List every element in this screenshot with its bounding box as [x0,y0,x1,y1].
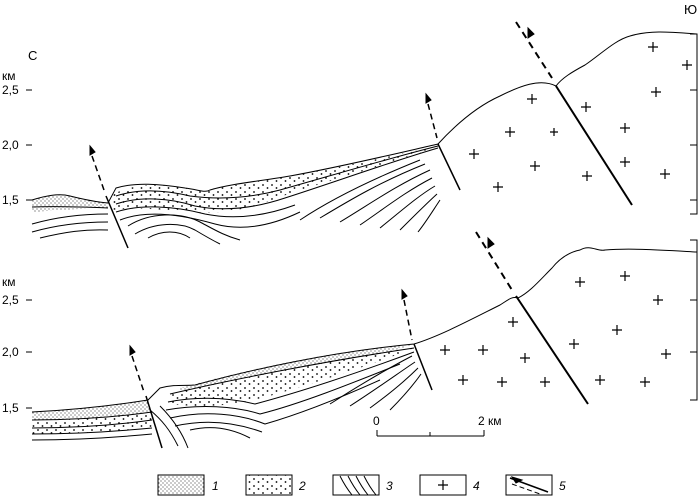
coarse-dots-swatch [245,474,293,496]
legend-num-4: 4 [473,479,480,493]
north-label: С [28,48,38,63]
bottom-unit-label: км [2,275,16,289]
bottom-section [26,231,698,449]
scale-start-label: 0 [373,414,380,428]
bottom-granite-crosses [440,271,671,387]
fault-arrow-swatch [505,474,553,496]
bottom-tick-1-5: 1,5 [2,401,19,415]
top-tick-2-0: 2,0 [2,138,19,152]
top-granite-crosses [469,42,692,192]
legend-num-2: 2 [299,479,306,493]
scale-bar [376,430,485,437]
top-tick-2-5: 2,5 [2,83,19,97]
cross-swatch [419,474,467,496]
south-label: Ю [684,2,698,17]
bottom-tick-2-0: 2,0 [2,345,19,359]
curved-lines-swatch [332,474,380,496]
bottom-tick-2-5: 2,5 [2,293,19,307]
fine-stipple-swatch [157,474,205,496]
legend-swatches [157,474,553,496]
top-section [26,21,698,249]
legend-num-5: 5 [559,479,566,493]
bottom-dotted-layer [32,348,414,434]
scale-end-label: 2 км [478,414,502,428]
legend-num-1: 1 [212,479,219,493]
top-tick-1-5: 1,5 [2,193,19,207]
top-dotted-layer [112,146,438,213]
legend-num-3: 3 [386,479,393,493]
top-unit-label: км [2,69,16,83]
